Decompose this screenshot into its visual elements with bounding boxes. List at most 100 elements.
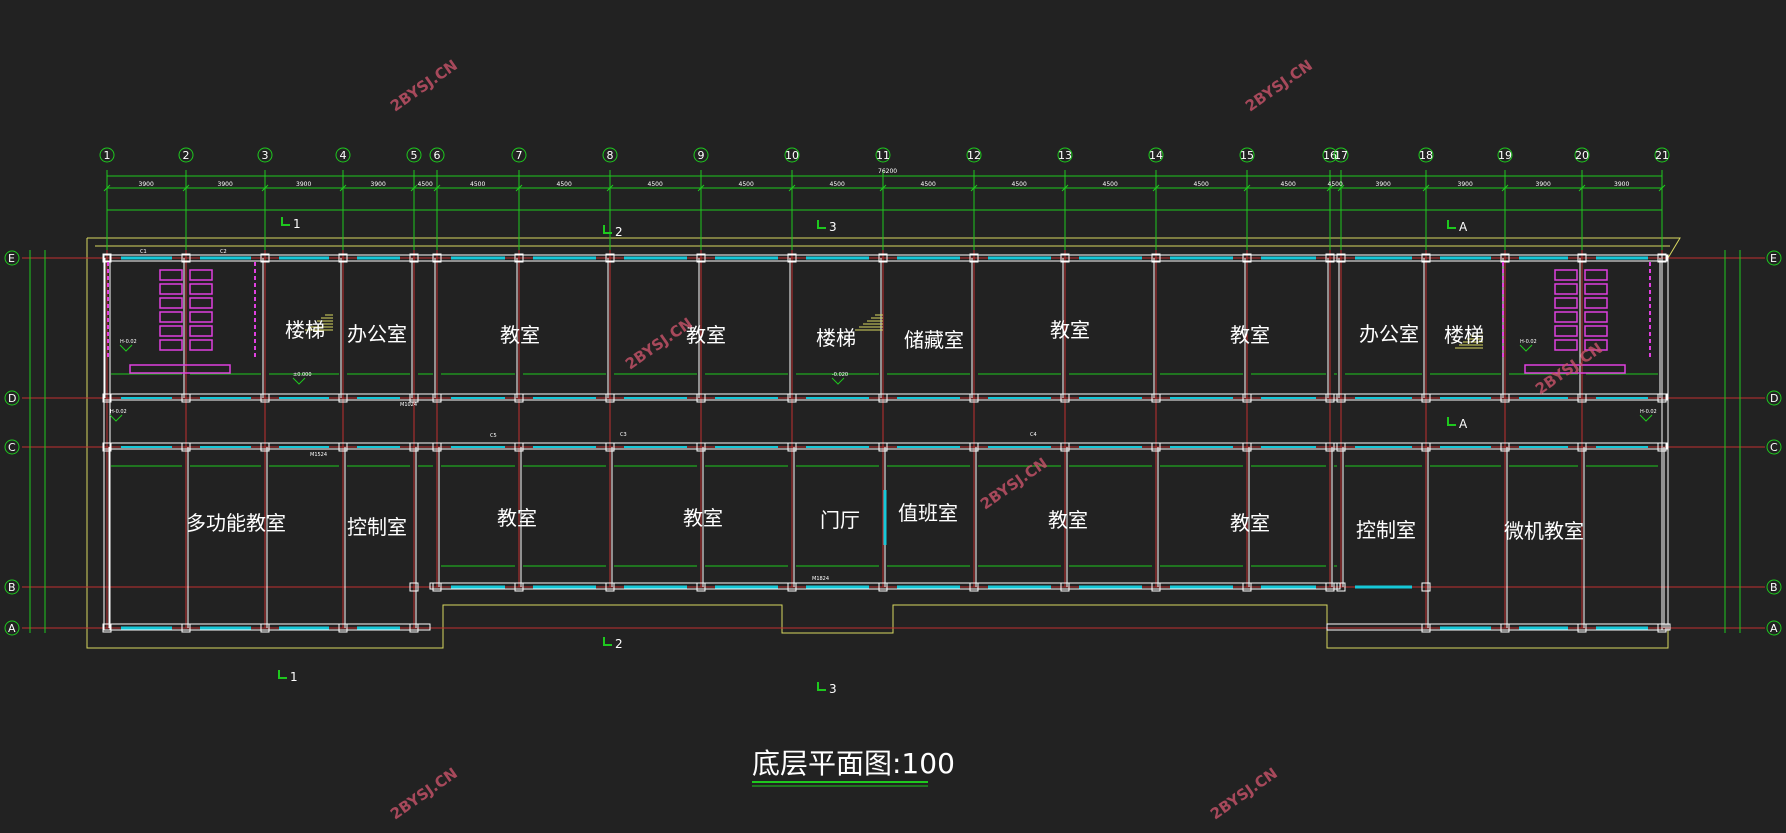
axis-label-col: 18 <box>1419 149 1433 162</box>
bay-dimension-label: 4500 <box>921 181 936 188</box>
window-tag: C5 <box>490 433 497 439</box>
column <box>1657 253 1667 263</box>
bay-dimension-label: 3900 <box>139 181 154 188</box>
bay-dimension-label: 4500 <box>418 181 433 188</box>
watermark-text: 2BYSJ.CN <box>622 314 696 373</box>
axis-bubble-row <box>1766 390 1782 406</box>
axis-label-row: E <box>8 252 15 265</box>
toilet-stall <box>189 325 213 337</box>
dim-tick <box>261 184 269 192</box>
axis-label-col: 16 <box>1323 149 1337 162</box>
axis-label-col: 8 <box>607 149 614 162</box>
level-marker <box>1639 414 1653 422</box>
axis-bubble-col <box>875 147 891 163</box>
column <box>1336 393 1346 403</box>
column <box>1151 582 1161 592</box>
axis-label-row: B <box>1770 581 1778 594</box>
watermark-text: 2BYSJ.CN <box>387 56 461 115</box>
room-label-classroom-s3: 教室 <box>1048 508 1088 532</box>
dim-tick <box>1501 184 1509 192</box>
column <box>1151 442 1161 452</box>
watermarks: 2BYSJ.CN 2BYSJ.CN 2BYSJ.CN 2BYSJ.CN 2BYSJ.CN… <box>387 56 1606 823</box>
bay-dimension-label: 3900 <box>296 181 311 188</box>
bay-dimension-label: 4500 <box>1194 181 1209 188</box>
door-tag: M1524 <box>310 452 327 458</box>
toilet-stall <box>1554 311 1578 323</box>
bay-dimension-label: 4500 <box>1328 181 1343 188</box>
dim-tick <box>1337 184 1345 192</box>
axis-bubble-col <box>1497 147 1513 163</box>
dim-tick <box>339 184 347 192</box>
room-label-office-right: 办公室 <box>1359 322 1419 346</box>
section-cut-mark <box>817 220 826 229</box>
dim-tick <box>1658 184 1666 192</box>
level-label: H-0.02 <box>110 409 127 415</box>
axis-bubble-col <box>335 147 351 163</box>
dim-tick <box>1061 184 1069 192</box>
column <box>878 442 888 452</box>
column <box>1336 442 1346 452</box>
section-label: 1 <box>293 217 301 231</box>
axis-label-col: 10 <box>785 149 799 162</box>
axis-bubble-row <box>4 439 20 455</box>
room-label-office-left: 办公室 <box>347 322 407 346</box>
section-label: 3 <box>829 220 837 234</box>
column <box>1500 623 1510 633</box>
toilet-stall <box>1584 297 1608 309</box>
column <box>181 253 191 263</box>
level-marker <box>109 414 123 422</box>
section-label: 2 <box>615 225 623 239</box>
door-tag: M1824 <box>812 576 829 582</box>
axis-label-col: 5 <box>411 149 418 162</box>
door-tag: M1024 <box>400 402 417 408</box>
column <box>1657 623 1667 633</box>
axis-bubble-col <box>1322 147 1338 163</box>
toilet-stall <box>189 269 213 281</box>
axis-bubble-col <box>99 147 115 163</box>
room-label-classroom-s4: 教室 <box>1230 511 1270 535</box>
dim-tick <box>182 184 190 192</box>
room-label-lobby: 门厅 <box>820 508 860 532</box>
column <box>260 623 270 633</box>
dim-tick <box>515 184 523 192</box>
column <box>338 393 348 403</box>
column <box>1421 442 1431 452</box>
column <box>1242 582 1252 592</box>
axis-bubble-col <box>257 147 273 163</box>
axis-bubble-col <box>602 147 618 163</box>
watermark-text: 2BYSJ.CN <box>977 454 1051 513</box>
axis-bubble-col <box>406 147 422 163</box>
room-label-computer-classroom: 微机教室 <box>1504 519 1584 543</box>
column <box>1657 442 1667 452</box>
dim-tick <box>879 184 887 192</box>
watermark-text: 2BYSJ.CN <box>1242 56 1316 115</box>
column <box>409 393 419 403</box>
column <box>432 393 442 403</box>
toilet-stall <box>189 283 213 295</box>
toilet-stall <box>159 269 183 281</box>
axis-label-row: D <box>1770 392 1778 405</box>
column <box>1577 442 1587 452</box>
column <box>1500 393 1510 403</box>
watermark-text: 2BYSJ.CN <box>1532 339 1606 398</box>
wall-segment <box>1326 623 1671 631</box>
axis-label-col: 19 <box>1498 149 1512 162</box>
room-label-classroom-n2: 教室 <box>686 323 726 347</box>
axis-bubble-col <box>784 147 800 163</box>
column <box>878 253 888 263</box>
axis-bubble-col <box>1239 147 1255 163</box>
toilet-stall <box>1554 283 1578 295</box>
bay-dimension-label: 3900 <box>371 181 386 188</box>
section-cut-mark <box>1447 417 1456 426</box>
column <box>1242 393 1252 403</box>
column <box>432 253 442 263</box>
axis-label-col: 7 <box>516 149 523 162</box>
axis-bubble-col <box>1148 147 1164 163</box>
toilet-stall <box>159 297 183 309</box>
axis-label-row: A <box>1770 622 1778 635</box>
axis-label-row: E <box>1770 252 1777 265</box>
drawing-title: 底层平面图:100 <box>752 747 955 780</box>
dim-tick <box>1422 184 1430 192</box>
column <box>1421 582 1431 592</box>
